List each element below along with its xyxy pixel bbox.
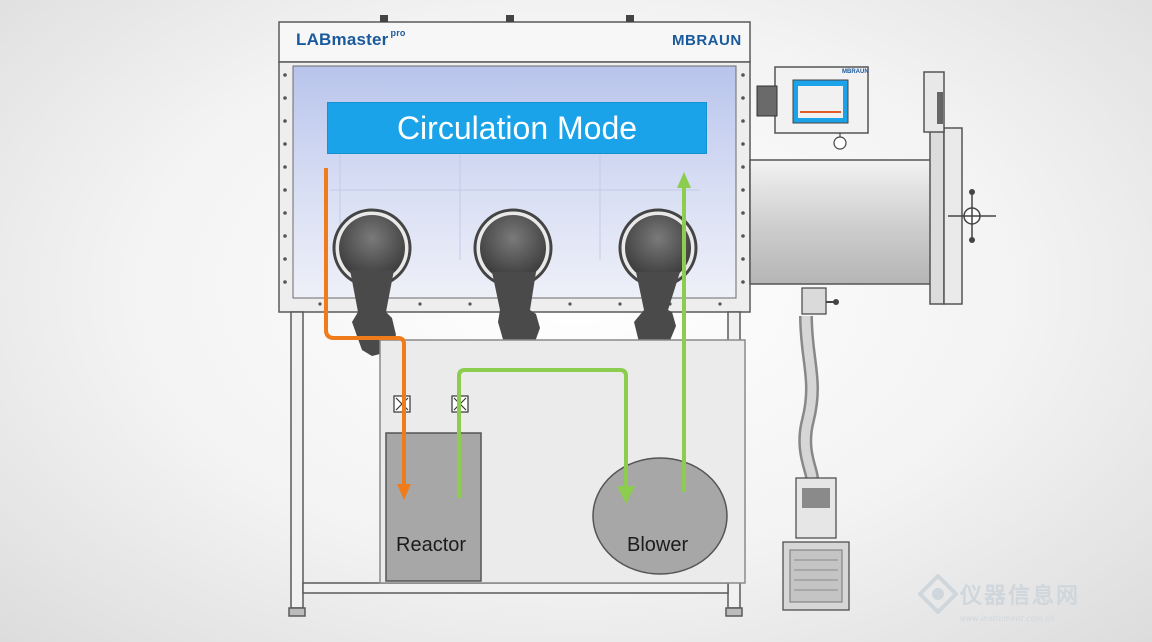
top-knob bbox=[626, 15, 634, 22]
control-panel-brand: MBRAUN bbox=[842, 69, 869, 75]
labmaster-logo-text: LABmaster bbox=[296, 30, 389, 49]
antechamber bbox=[749, 71, 996, 305]
labmaster-logo-sup: pro bbox=[390, 28, 406, 38]
orange-flow-arrow bbox=[397, 484, 411, 500]
green-flow-arrow-down bbox=[617, 486, 635, 504]
watermark-logo-icon bbox=[918, 574, 958, 614]
glove-center bbox=[473, 208, 553, 356]
green-flow-pipe bbox=[457, 368, 628, 498]
mbraun-logo: MBRAUN bbox=[672, 32, 742, 49]
top-knob bbox=[380, 15, 388, 22]
control-panel bbox=[756, 66, 869, 150]
green-flow-arrow-up bbox=[677, 172, 691, 188]
vacuum-pump-assembly bbox=[782, 287, 850, 611]
glove-right bbox=[618, 208, 698, 356]
glove-left bbox=[332, 208, 412, 356]
orange-flow-pipe bbox=[324, 168, 406, 488]
blower-label: Blower bbox=[627, 534, 689, 556]
glovebox-header-panel bbox=[278, 21, 751, 63]
reactor-label: Reactor bbox=[396, 534, 467, 556]
reactor-box bbox=[385, 432, 482, 582]
watermark-text: 仪器信息网 bbox=[960, 583, 1081, 608]
top-knob bbox=[506, 15, 514, 22]
watermark-url: www.instrument.com.cn bbox=[960, 614, 1055, 623]
frame-bolts bbox=[283, 73, 745, 306]
mode-title-banner: Circulation Mode bbox=[327, 102, 707, 154]
